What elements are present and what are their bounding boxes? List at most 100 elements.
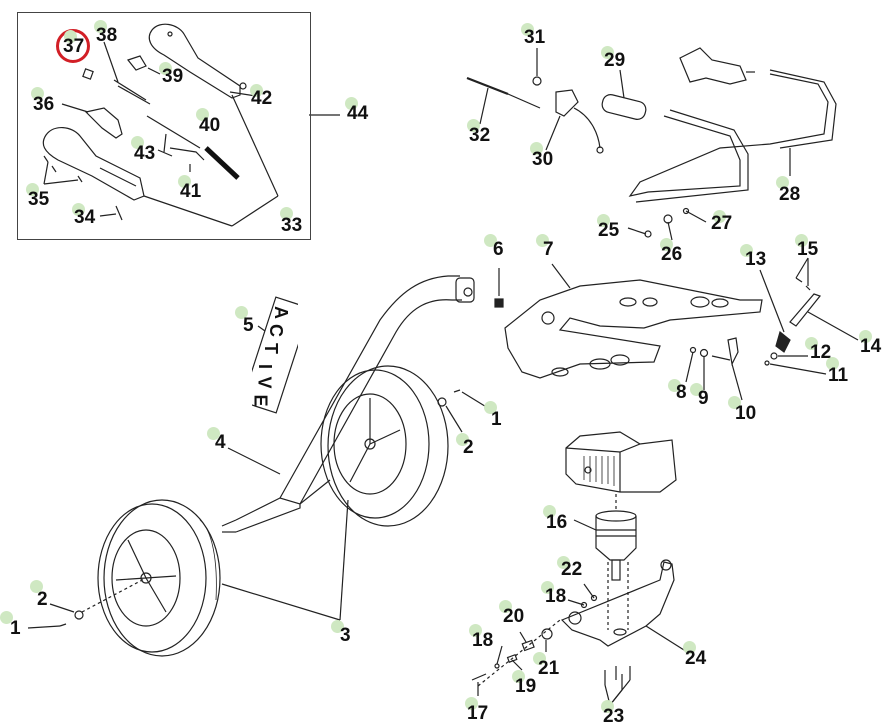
marker-dot [740, 244, 753, 257]
part-label-24[interactable]: 24 [685, 648, 707, 669]
part-label-2[interactable]: 2 [463, 437, 474, 458]
part-7-frame [504, 279, 763, 379]
part-16-gearbox [595, 510, 637, 581]
part-label-34[interactable]: 34 [74, 207, 96, 228]
marker-dot [541, 581, 554, 594]
part-label-31[interactable]: 31 [524, 27, 546, 48]
engine [565, 431, 677, 493]
marker-dot [345, 97, 358, 110]
part-42-screw [239, 82, 247, 90]
marker-dot [713, 210, 726, 223]
part-label-36[interactable]: 36 [33, 94, 55, 115]
marker-dot [331, 620, 344, 633]
marker-dot [533, 652, 546, 665]
part-37-nut [82, 68, 94, 80]
part-13-spring [775, 330, 791, 353]
part-label-43[interactable]: 43 [134, 143, 156, 164]
marker-dot [660, 238, 673, 251]
marker-dot [859, 330, 872, 343]
part-label-39[interactable]: 39 [162, 66, 184, 87]
part-label-19[interactable]: 19 [515, 676, 537, 697]
part-28-handlebar [628, 69, 837, 203]
part-15-screws [795, 277, 811, 291]
marker-dot [469, 624, 482, 637]
part-label-20[interactable]: 20 [503, 606, 525, 627]
marker-dot [159, 62, 172, 75]
marker-dot [196, 108, 209, 121]
marker-dot [536, 234, 549, 247]
marker-dot [690, 383, 703, 396]
part-label-29[interactable]: 29 [604, 50, 626, 71]
part-label-17[interactable]: 17 [467, 703, 489, 724]
part-label-15[interactable]: 15 [797, 239, 819, 260]
part-label-30[interactable]: 30 [532, 149, 554, 170]
part-label-23[interactable]: 23 [603, 706, 625, 727]
part-label-38[interactable]: 38 [96, 25, 118, 46]
part-label-41[interactable]: 41 [180, 181, 202, 202]
marker-dot [805, 337, 818, 350]
marker-dot [668, 379, 681, 392]
part-39-clip [126, 55, 147, 71]
marker-dot [467, 119, 480, 132]
marker-dot [235, 306, 248, 319]
part-38-spring [113, 79, 151, 105]
part-label-6[interactable]: 6 [493, 239, 504, 260]
part-label-35[interactable]: 35 [28, 189, 50, 210]
part-label-13[interactable]: 13 [745, 249, 767, 270]
part-label-44[interactable]: 44 [347, 103, 369, 124]
handle-assembly-inset [17, 12, 311, 240]
part-label-2[interactable]: 2 [37, 589, 48, 610]
part-30-lever [555, 89, 604, 154]
decal-letter: T [261, 343, 281, 354]
part-label-40[interactable]: 40 [199, 115, 221, 136]
part-3-wheel-front [97, 499, 221, 657]
part-1-2-rear [437, 389, 461, 407]
marker-dot [465, 697, 478, 710]
part-label-32[interactable]: 32 [469, 125, 491, 146]
marker-dot [597, 214, 610, 227]
part-25-26-27-bolt-set [644, 207, 690, 238]
part-24-bracket [560, 559, 675, 647]
part-label-10[interactable]: 10 [735, 403, 757, 424]
part-14-pin [789, 293, 822, 327]
part-label-21[interactable]: 21 [538, 658, 560, 679]
part-label-18[interactable]: 18 [545, 586, 567, 607]
part-34-pin [115, 205, 123, 221]
marker-dot [72, 203, 85, 216]
marker-dot [795, 234, 808, 247]
part-label-18[interactable]: 18 [472, 630, 494, 651]
marker-dot [601, 46, 614, 59]
part-label-7[interactable]: 7 [543, 239, 554, 260]
part-label-25[interactable]: 25 [598, 220, 620, 241]
part-label-27[interactable]: 27 [711, 213, 733, 234]
marker-dot [530, 142, 543, 155]
part-label-8[interactable]: 8 [676, 382, 687, 403]
part-label-1[interactable]: 1 [10, 618, 21, 639]
active-decal: A C T I V E [241, 296, 311, 414]
part-label-3[interactable]: 3 [340, 625, 351, 646]
part-8-9-10-lock [689, 337, 739, 366]
marker-dot [30, 580, 43, 593]
decal-letter: V [254, 376, 275, 389]
part-label-22[interactable]: 22 [561, 559, 583, 580]
part-label-5[interactable]: 5 [243, 315, 254, 336]
part-label-42[interactable]: 42 [251, 88, 273, 109]
part-label-9[interactable]: 9 [698, 388, 709, 409]
marker-dot [543, 505, 556, 518]
part-label-4[interactable]: 4 [215, 432, 226, 453]
part-label-26[interactable]: 26 [661, 244, 683, 265]
part-label-14[interactable]: 14 [860, 336, 882, 357]
part-label-37[interactable]: 37 [63, 36, 85, 57]
marker-dot [26, 183, 39, 196]
part-label-1[interactable]: 1 [491, 409, 502, 430]
part-label-11[interactable]: 11 [828, 365, 849, 386]
part-label-33[interactable]: 33 [281, 215, 303, 236]
part-label-12[interactable]: 12 [810, 342, 832, 363]
part-label-28[interactable]: 28 [779, 184, 801, 205]
part-31-nut [532, 76, 542, 86]
part-label-16[interactable]: 16 [546, 512, 568, 533]
decal-letter: I [255, 363, 276, 370]
part-29-grip [601, 94, 647, 120]
part-6-plug [494, 298, 504, 308]
